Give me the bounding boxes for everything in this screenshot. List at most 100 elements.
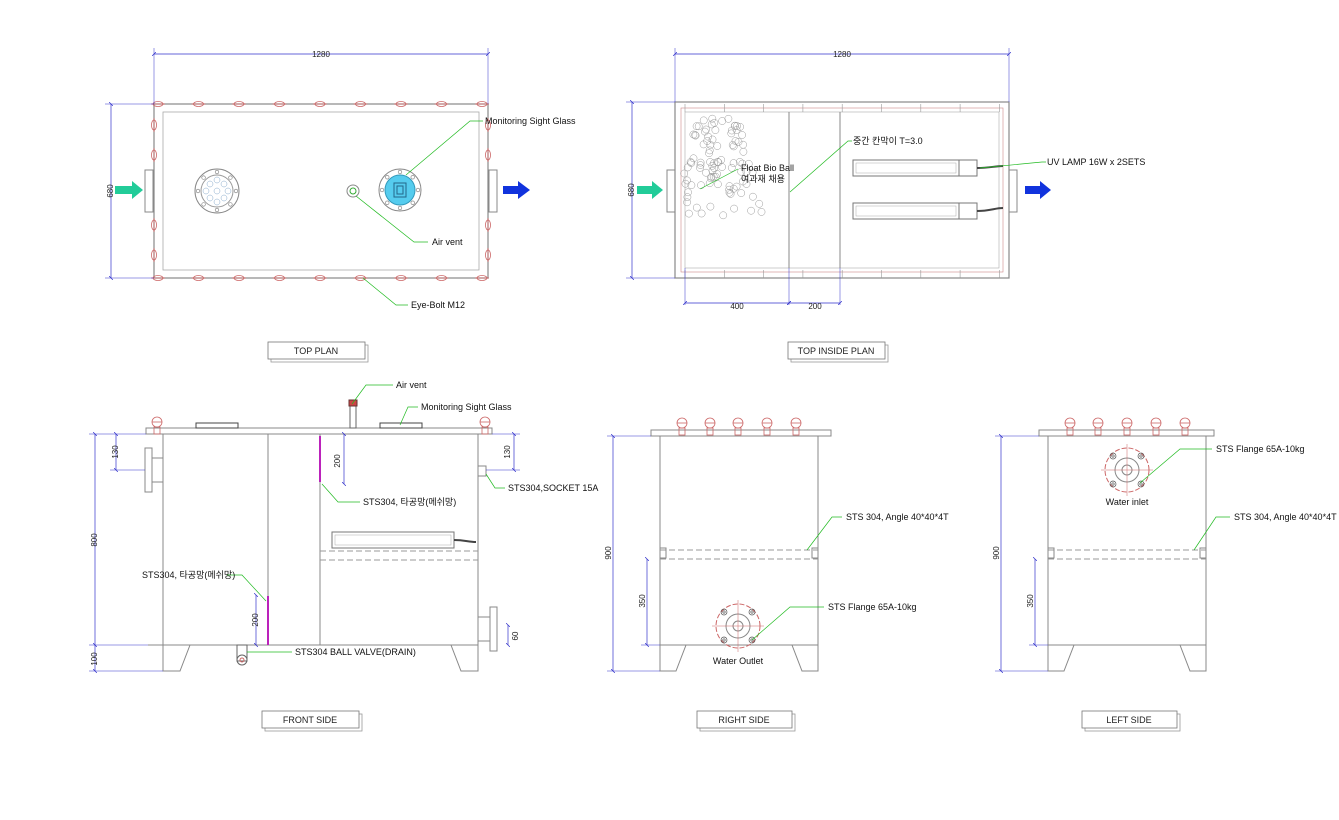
inlet-arrow-icon [115,181,143,199]
bio-ball-icon [710,164,719,173]
flange-bolt-icon [720,636,728,644]
label-perforated-lower: STS304, 타공망(메쉬망) [142,570,235,580]
label-perforated-upper: STS304, 타공망(메쉬망) [363,497,456,507]
sight-glass-icon [378,168,422,212]
bio-ball-icon [706,158,714,166]
bio-ball-icon [708,135,717,144]
bio-ball-icon [220,180,228,188]
bio-ball-icon [206,194,214,202]
outlet-arrow-icon [503,181,530,199]
bio-ball-icon [706,202,715,211]
bio-ball-icon [739,147,748,156]
flange-bolt-icon [1137,452,1145,460]
label-air-vent-front: Air vent [396,380,427,390]
top-plan-view: 1280 680 Monitoring Sight Glass Air vent… [105,48,576,363]
bio-ball-icon [702,125,710,134]
flange-bolt-icon [233,188,239,194]
bio-ball-icon [736,158,744,166]
air-vent-icon [346,184,360,198]
bio-ball-icon [732,126,741,134]
inlet-flange-top [194,168,240,214]
flange-bolt-icon [228,202,233,207]
eye-bolt-col-left [151,118,157,262]
bio-ball-icon [732,182,741,191]
bio-ball-icon [685,209,693,218]
bio-ball-icon [737,167,746,176]
label-water-outlet: Water Outlet [713,656,764,666]
bio-ball-icon [755,199,764,208]
bio-ball-icon [705,146,714,155]
bio-ball-icon [708,114,717,123]
bio-ball-icon [729,142,738,151]
bio-ball-icon [680,169,689,178]
flange-bolt-icon [214,207,220,213]
dim-top-width: 1280 [312,50,330,59]
bio-ball-icon [696,161,705,169]
bio-ball-icon [689,130,698,139]
bio-ball-icon [730,204,738,213]
flange-bolt-icon [379,187,385,193]
label-monitoring-sight-glass-top: Monitoring Sight Glass [485,116,576,126]
bio-ball-icon [727,163,736,172]
flange-bolt-icon [410,200,415,205]
outlet-flange-icon [712,600,764,652]
title-left-side: LEFT SIDE [1106,715,1151,725]
flange-bolt-icon [1109,452,1117,460]
dim-top-height: 680 [106,184,115,198]
bio-ball-icon [213,176,221,184]
dim-front-200-top: 200 [333,454,342,468]
bio-ball-icon [705,179,714,188]
dim-front-200-low: 200 [251,613,260,627]
bio-ball-icon [220,194,228,202]
bio-ball-icon [710,159,718,167]
bio-ball-icon [738,131,746,139]
bio-ball-icon [707,173,716,181]
bio-ball-icon [202,187,210,195]
bio-ball-icon [224,187,232,195]
flange-bolt-icon [201,175,206,180]
dim-right-900: 900 [604,546,613,560]
dim-front-60: 60 [511,631,520,640]
flange-bolt-icon [385,200,390,205]
bio-ball-icon [684,188,692,197]
bio-ball-icon [706,140,715,149]
flange-bolt-icon [748,608,756,616]
flange-bolt-icon [201,202,206,207]
right-side-view: Water Outlet 900 350 STS 304, Angle 40*4… [604,417,949,732]
uv-lamp-icon [852,159,1004,220]
bio-ball-icon [711,126,720,134]
eye-bolt-row-top [151,101,489,107]
flange-bolt-icon [720,608,728,616]
bio-ball-icon [739,177,747,186]
flange-bolt-icon [1109,480,1117,488]
label-monitoring-sight-glass-front: Monitoring Sight Glass [421,402,512,412]
bio-ball-icon [718,163,726,171]
bio-ball-icon [708,166,717,175]
bio-ball-icon [683,163,692,172]
bio-ball-icon [731,137,740,145]
label-flange-right: STS Flange 65A-10kg [828,602,917,612]
inlet-flange-icon [1101,444,1153,496]
bio-ball-icon [733,122,741,130]
flange-bolt-icon [410,175,415,180]
bio-ball-icon [738,159,747,168]
flange-bolt-icon [1137,480,1145,488]
bio-ball-icon [737,189,746,197]
dim-inside-height: 680 [627,183,636,197]
dim-front-130-left: 130 [111,445,120,459]
front-side-view: 800 100 130 130 200 200 60 Air vent Moni… [89,380,598,732]
bio-ball-icon [724,114,733,123]
dim-inside-200: 200 [808,302,822,311]
label-float-bio-ball: Float Bio Ball [741,163,794,173]
label-ball-valve: STS304 BALL VALVE(DRAIN) [295,647,416,657]
flange-bolt-icon [397,205,403,211]
bio-ball-icon [696,158,705,167]
bio-ball-icon [213,187,221,195]
outlet-arrow-inside-icon [1025,181,1051,199]
dim-inside-width: 1280 [833,50,851,59]
title-front-side: FRONT SIDE [283,715,337,725]
bio-ball-icon [757,208,766,216]
bio-ball-icon [708,161,717,170]
dim-front-100: 100 [90,652,99,666]
dim-left-900: 900 [992,546,1001,560]
